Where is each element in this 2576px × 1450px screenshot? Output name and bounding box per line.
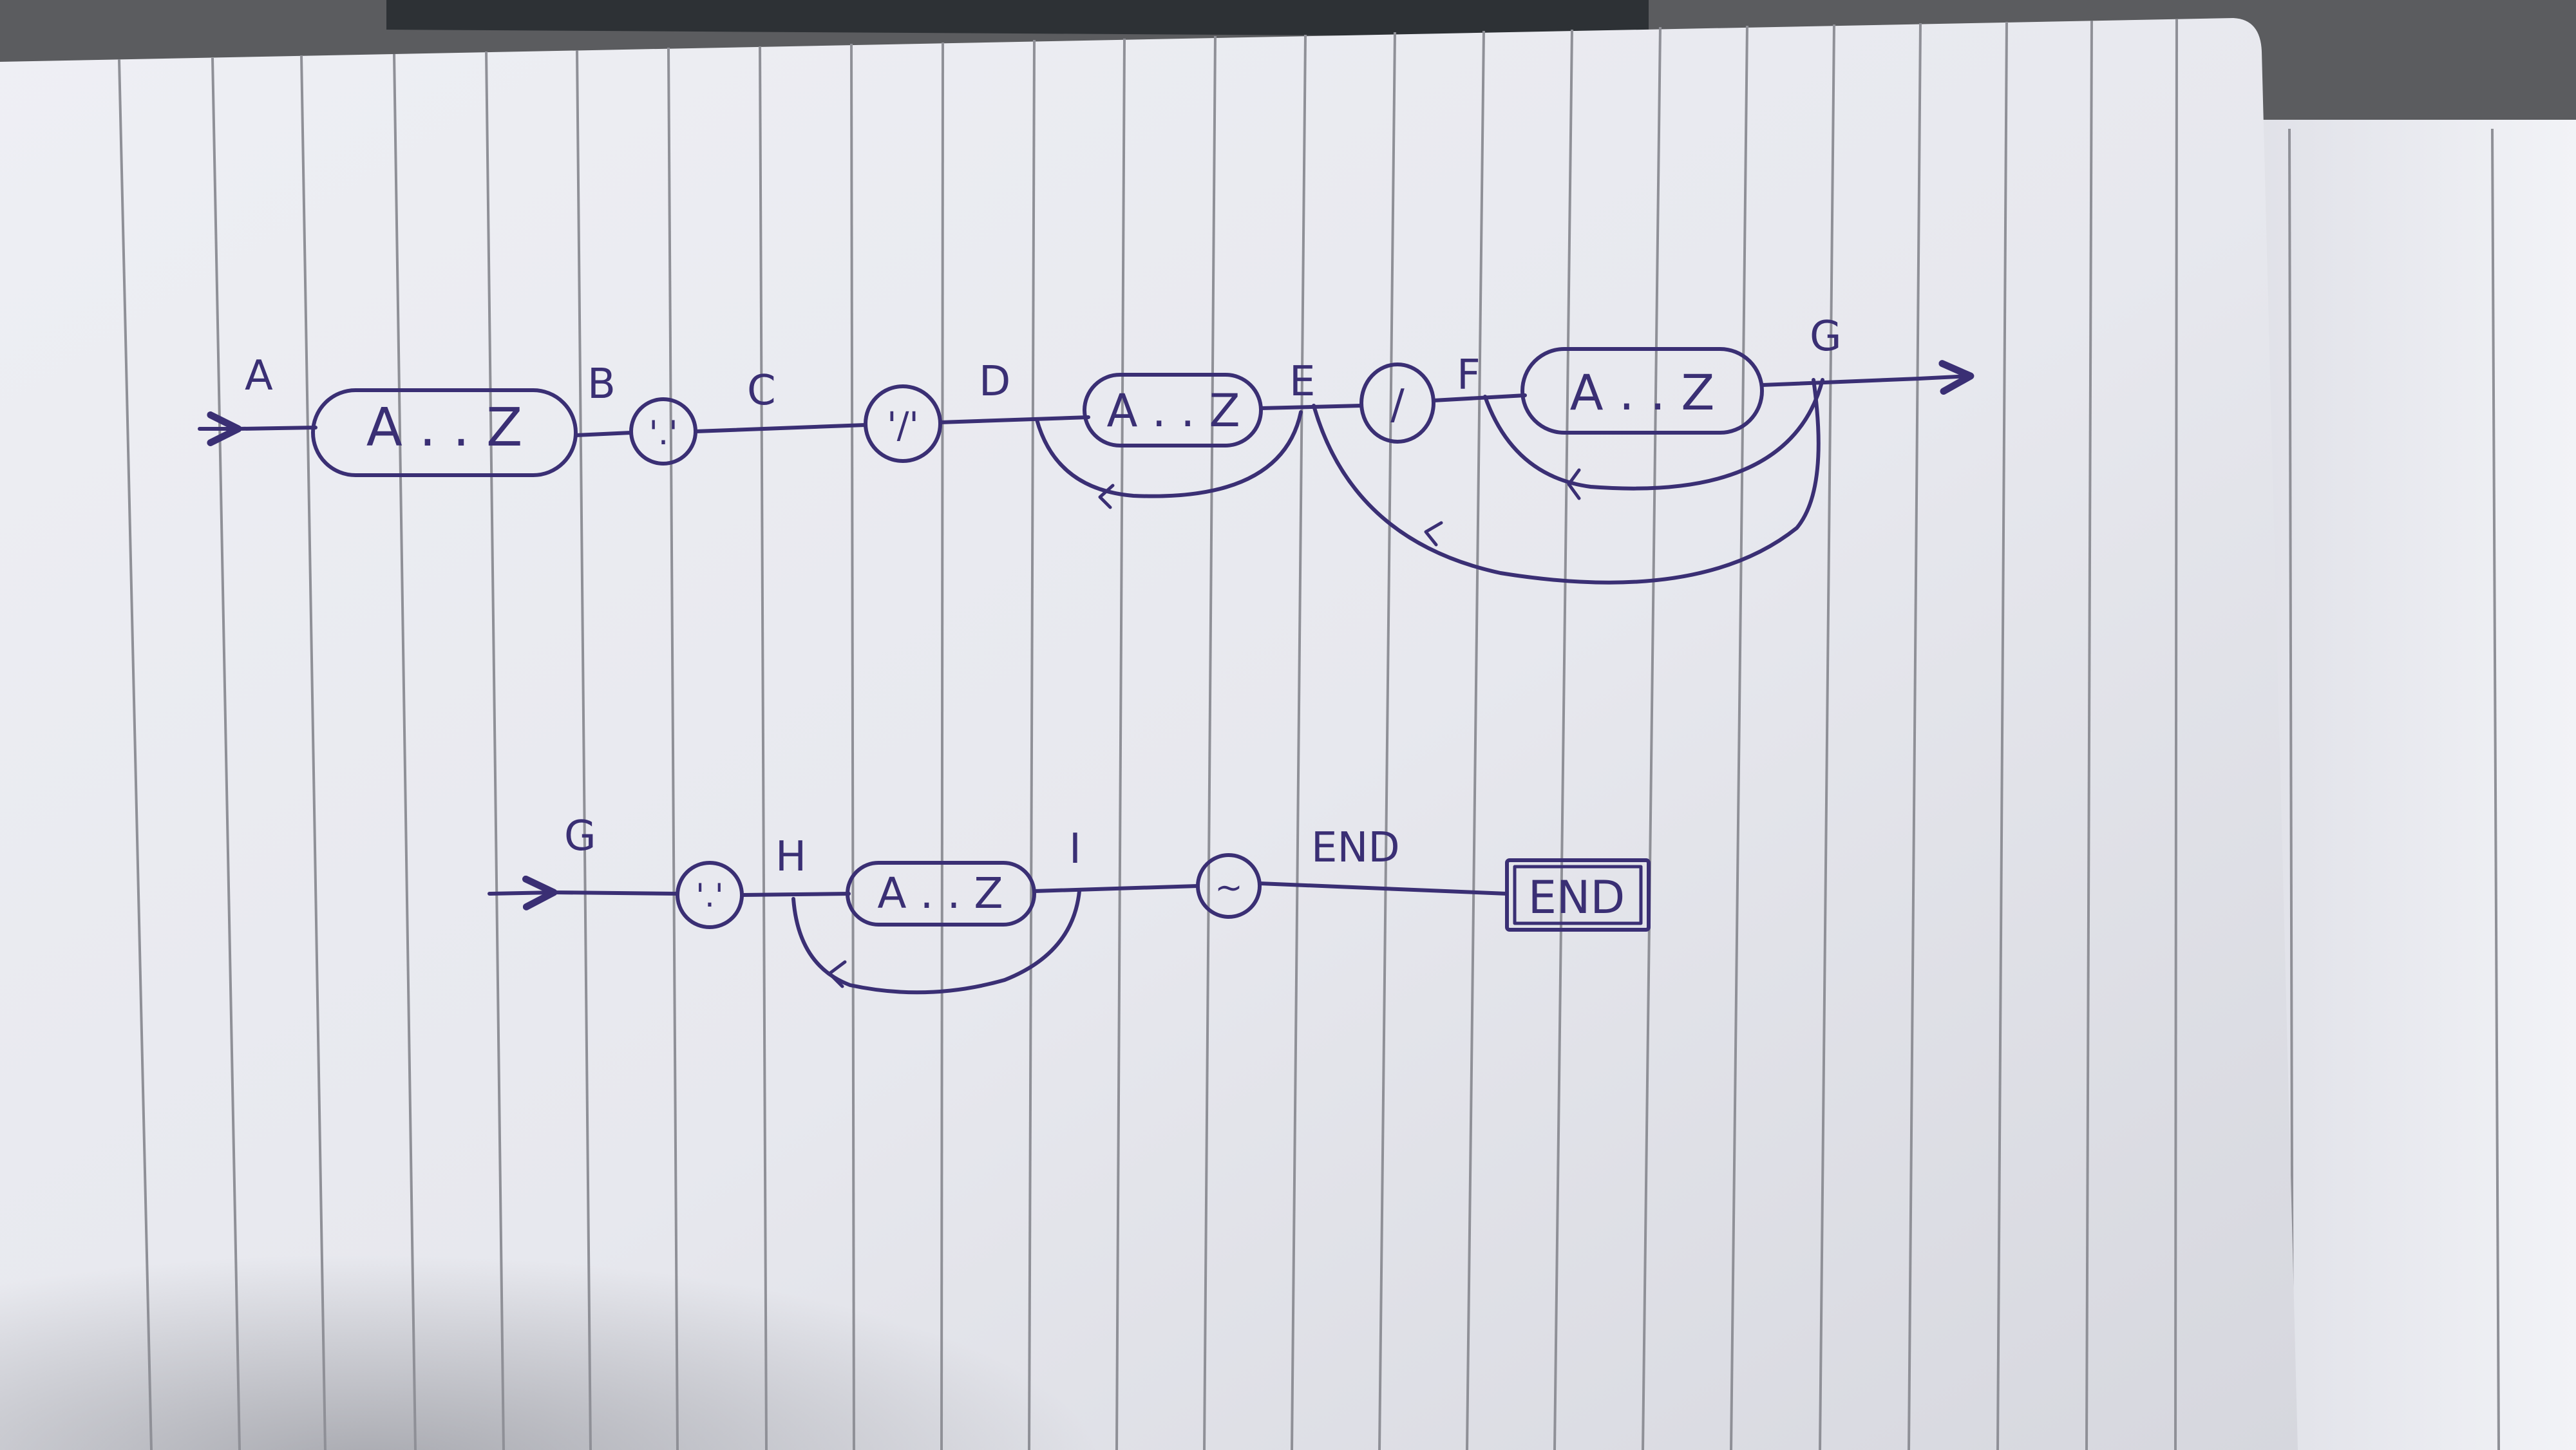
range-node-4 [846,861,1036,927]
symbol-node-tilde-text: ~ [1215,869,1243,907]
notebook-cover-edge [386,0,1649,37]
range-node-3-text: A . . Z [1570,364,1715,421]
label-i: I [1069,825,1081,873]
range-node-1 [311,388,578,477]
range-node-1-text: A . . Z [366,397,523,458]
repeat-loop-1 [1035,410,1303,498]
label-c: C [747,367,776,415]
range-node-4-text: A . . Z [877,869,1003,918]
repeat-loop-3 [1312,378,1821,585]
label-b: B [587,361,616,408]
exit-arrow-1 [1917,360,1975,395]
symbol-node-slash-2-text: / [1390,381,1405,429]
syntax-diagram-row-2: G '.' H A . . Z I ~ END END [488,813,1651,995]
repeat-loop-3-arrow [1424,521,1443,547]
entry-arrow-row-2 [488,875,558,910]
terminal-node-end-text: END [1528,871,1625,924]
lighting-shadow [0,1095,1224,1450]
label-g-row-1: G [1810,313,1842,361]
notebook-page [0,18,2298,1450]
label-g-row-2: G [564,813,596,860]
symbol-node-slash-2 [1359,362,1435,444]
label-f: F [1457,352,1481,399]
symbol-node-dot-1-text: '.' [649,414,677,453]
range-node-3 [1520,347,1764,435]
repeat-loop-4 [791,889,1081,995]
label-d: D [979,358,1010,406]
repeat-loop-2 [1483,378,1824,491]
label-end: END [1311,824,1400,872]
repeat-loop-2-arrow [1567,468,1581,500]
symbol-node-slash-1-text: '/' [887,405,919,447]
label-e: E [1289,358,1315,406]
repeat-loop-4-arrow [828,960,847,988]
side-paper-rule [2491,128,2500,1450]
side-paper [2235,120,2576,1450]
repeat-loop-1-arrow [1098,484,1115,509]
syntax-diagram-row-1: A A . . Z B '.' C '/' D A . . Z E / [198,313,1975,585]
symbol-node-tilde [1196,853,1262,919]
label-a: A [245,352,273,400]
label-h: H [775,833,806,881]
page-rules [118,19,2178,1450]
range-node-2-text: A . . Z [1106,384,1240,437]
symbol-node-dot-2-text: '.' [696,877,723,914]
terminal-node-end [1505,858,1651,932]
